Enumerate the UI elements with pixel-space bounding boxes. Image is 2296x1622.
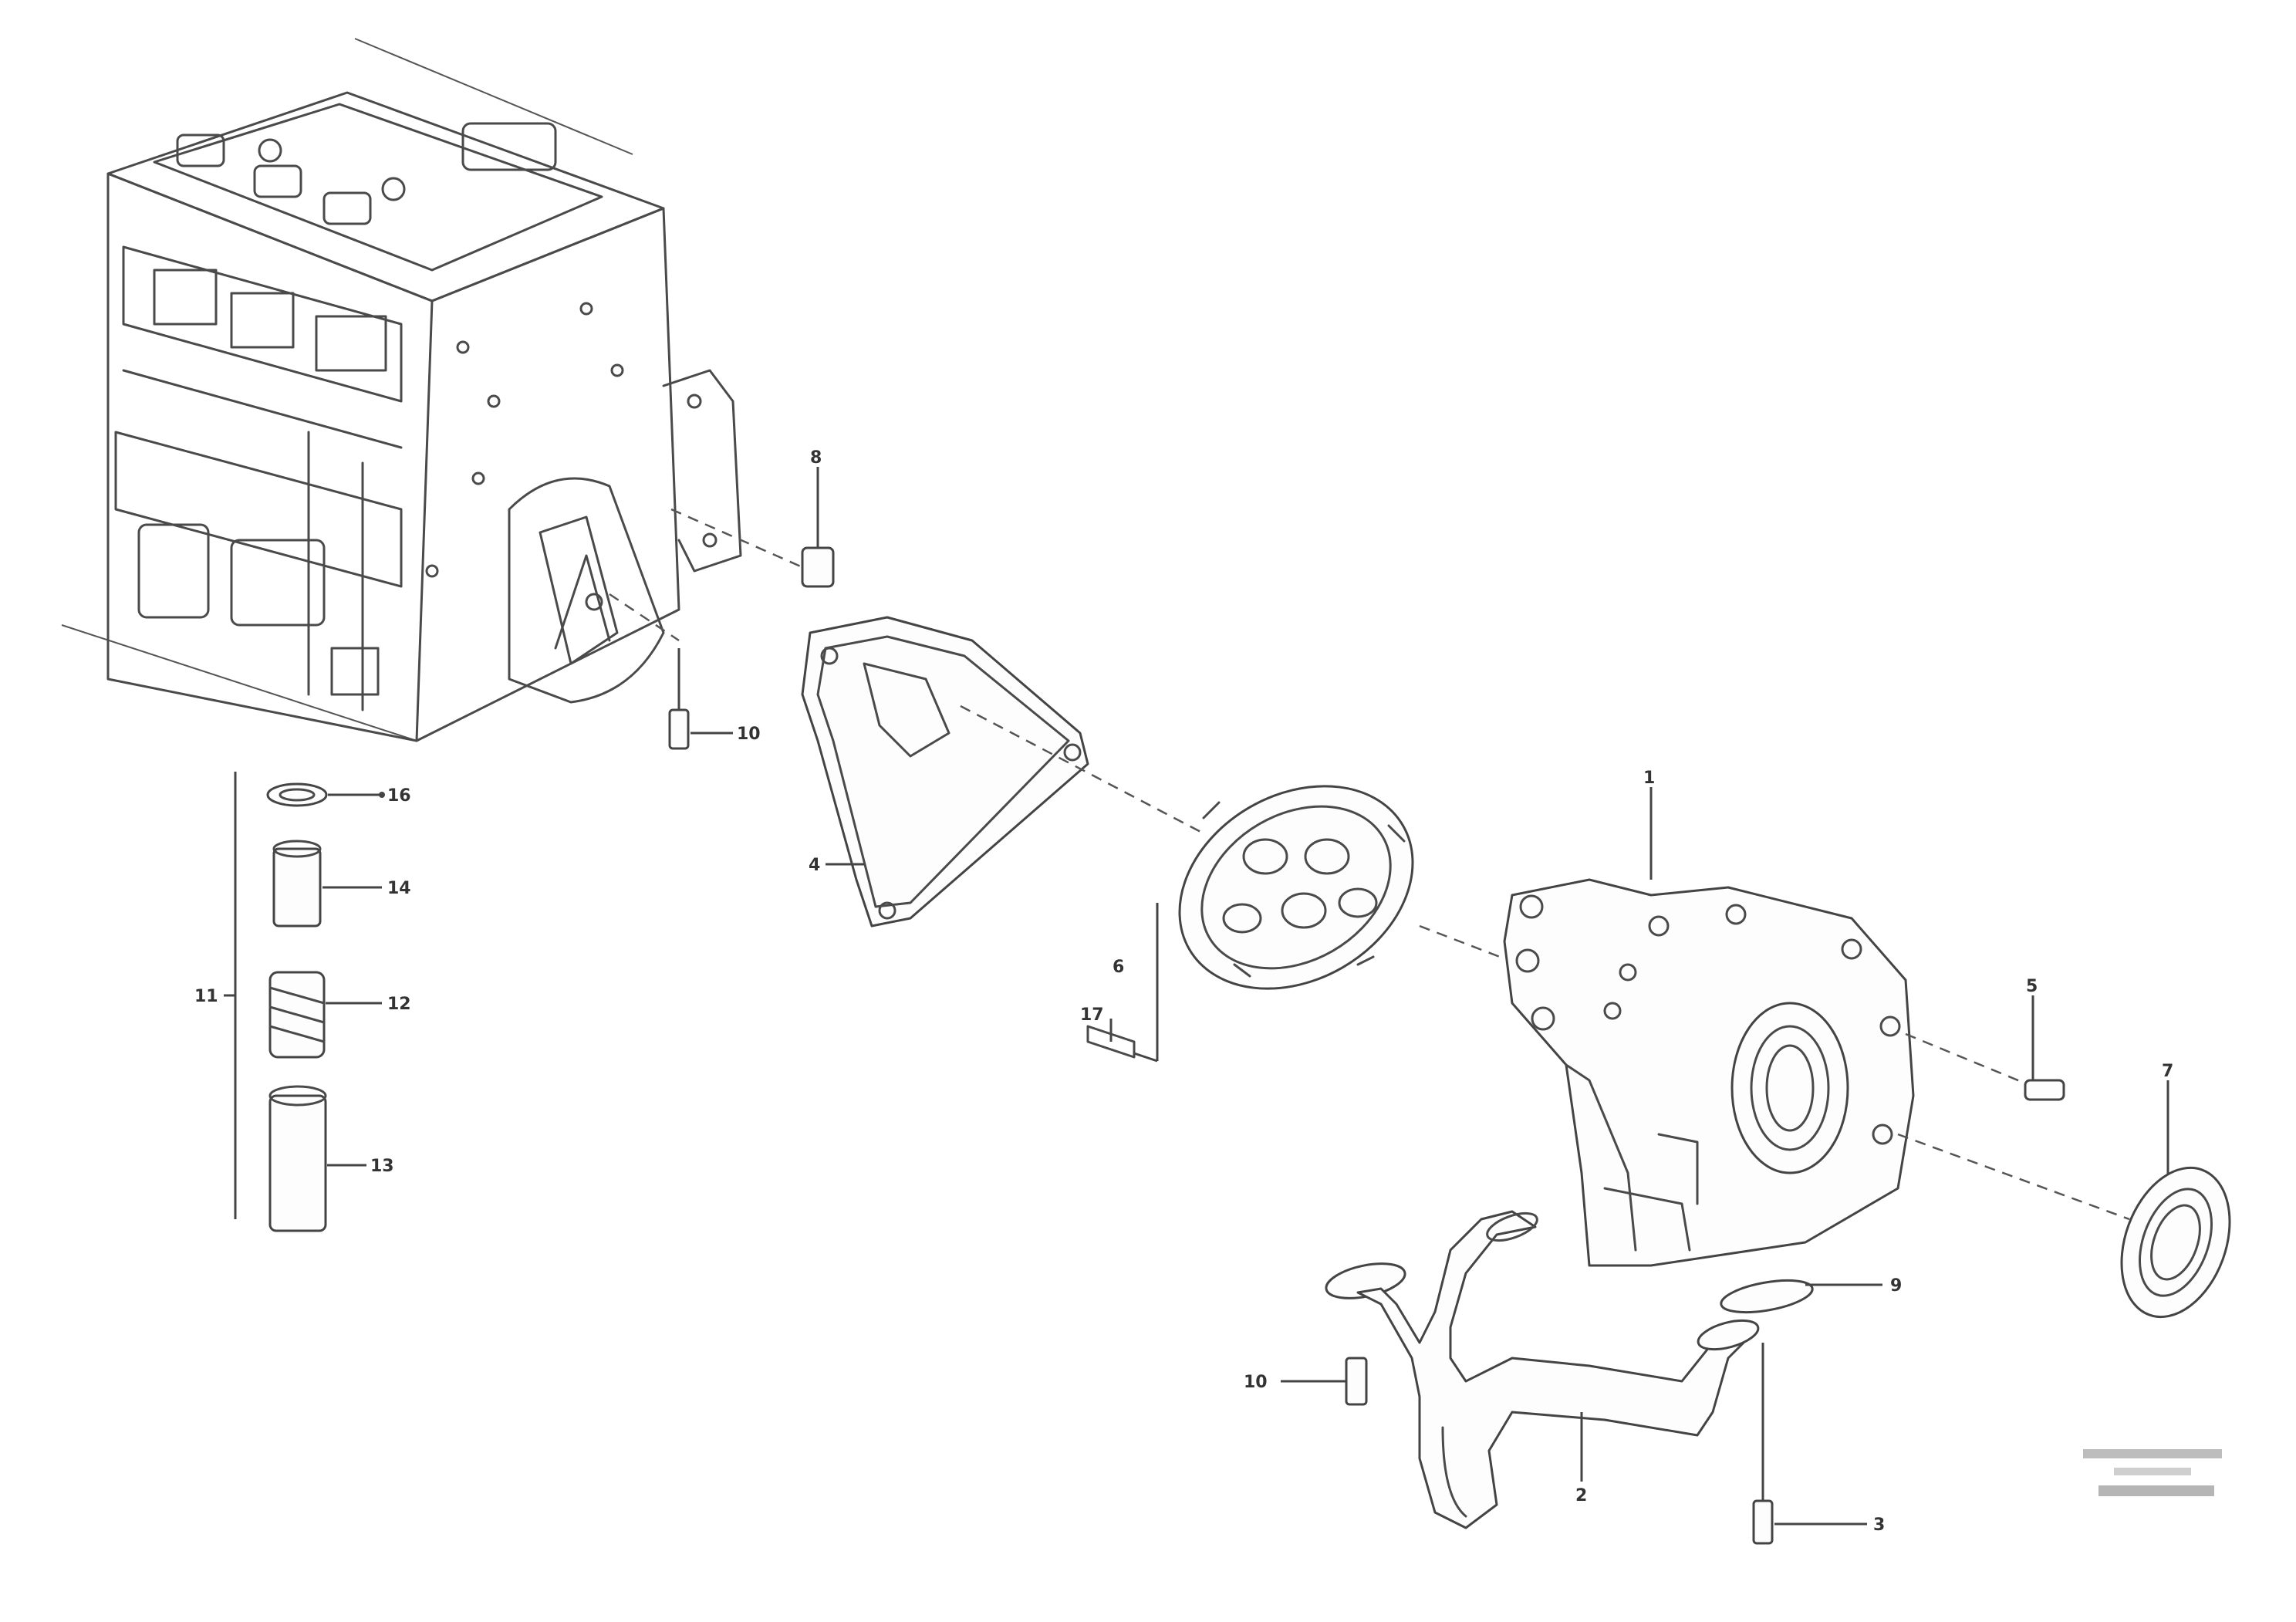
callout-14: 14 [387, 879, 411, 898]
callout-5: 5 [2026, 977, 2038, 996]
callout-3: 3 [1873, 1516, 1885, 1535]
callout-labels: 1 2 3 4 5 6 7 8 9 10 10 11 12 13 14 16 1… [194, 448, 2173, 1535]
callout-12: 12 [387, 995, 411, 1014]
gasket [801, 616, 1089, 928]
callout-13: 13 [370, 1157, 394, 1176]
oil-pump-housing [1419, 787, 1915, 1267]
callout-7: 7 [2162, 1062, 2173, 1081]
callout-11: 11 [194, 987, 218, 1006]
oil-pickup-pipe [1281, 1210, 1882, 1545]
callout-1: 1 [1643, 769, 1655, 788]
oil-pump-gear [960, 705, 1414, 1063]
callout-2: 2 [1575, 1486, 1587, 1505]
drawing-stamp [2083, 1449, 2222, 1496]
callout-17: 17 [1080, 1005, 1104, 1025]
callout-9: 9 [1890, 1276, 1902, 1296]
callout-8: 8 [810, 448, 822, 468]
callout-4: 4 [809, 856, 820, 875]
callout-16: 16 [387, 786, 411, 806]
callout-6: 6 [1113, 958, 1124, 977]
bolts-upper [609, 467, 835, 750]
valve-parts-stack [224, 772, 385, 1232]
callout-10a: 10 [737, 725, 761, 744]
engine-block [61, 38, 742, 742]
seal-ring [1897, 995, 2231, 1319]
callout-10b: 10 [1244, 1373, 1268, 1392]
